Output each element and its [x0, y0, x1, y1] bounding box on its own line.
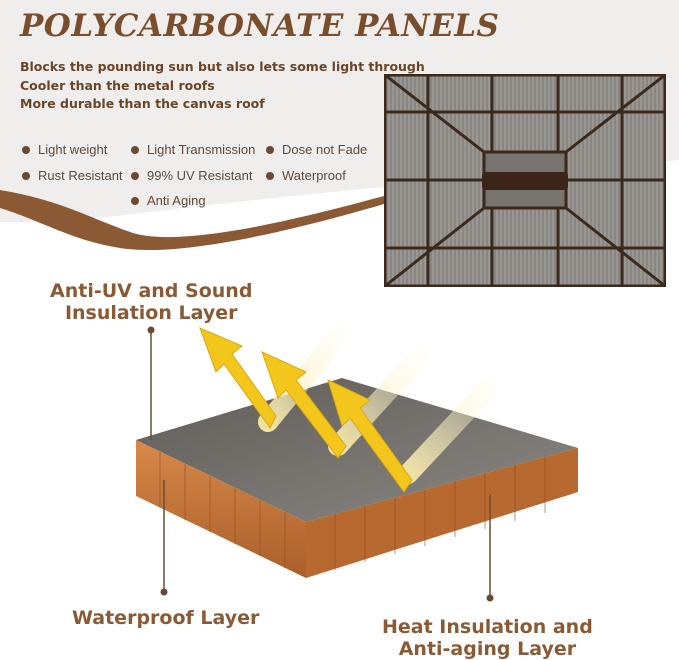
bullet-icon: [266, 145, 274, 154]
feature-label: Waterproof: [282, 168, 346, 183]
label-line: Anti-UV and Sound: [50, 280, 253, 302]
description-line: Blocks the pounding sun but also lets so…: [20, 59, 425, 74]
description-lines: Blocks the pounding sun but also lets so…: [20, 58, 425, 114]
bullet-icon: [131, 171, 139, 180]
feature-label: Light Transmission: [147, 142, 256, 157]
roof-top-view-image: [384, 74, 666, 287]
heat-insulation-layer-label: Heat Insulation and Anti-aging Layer: [382, 616, 593, 660]
page-title: POLYCARBONATE PANELS: [20, 8, 500, 44]
anti-uv-layer-label: Anti-UV and Sound Insulation Layer: [50, 280, 252, 324]
feature-label: 99% UV Resistant: [147, 168, 253, 183]
label-line: Insulation Layer: [64, 302, 238, 324]
label-line: Anti-aging Layer: [398, 638, 577, 660]
feature-label: Dose not Fade: [282, 142, 368, 157]
feature-item: Light weight: [22, 142, 107, 157]
bullet-icon: [266, 171, 274, 180]
label-line: Heat Insulation and: [382, 616, 593, 638]
description-line: Cooler than the metal roofs: [20, 77, 215, 93]
feature-item: Rust Resistant: [22, 168, 123, 183]
feature-label: Anti Aging: [147, 193, 206, 208]
bullet-icon: [22, 145, 30, 154]
bullet-icon: [22, 171, 30, 180]
description-line: More durable than the canvas roof: [20, 96, 265, 111]
bullet-icon: [131, 196, 139, 205]
feature-item: 99% UV Resistant: [131, 168, 253, 183]
feature-item: Light Transmission: [131, 142, 255, 157]
feature-label: Light weight: [38, 142, 108, 157]
bullet-icon: [131, 145, 139, 154]
feature-label: Rust Resistant: [38, 168, 123, 183]
waterproof-layer-label: Waterproof Layer: [72, 607, 260, 629]
feature-item: Waterproof: [266, 168, 346, 183]
feature-item: Anti Aging: [131, 193, 206, 208]
feature-item: Dose not Fade: [266, 142, 367, 157]
